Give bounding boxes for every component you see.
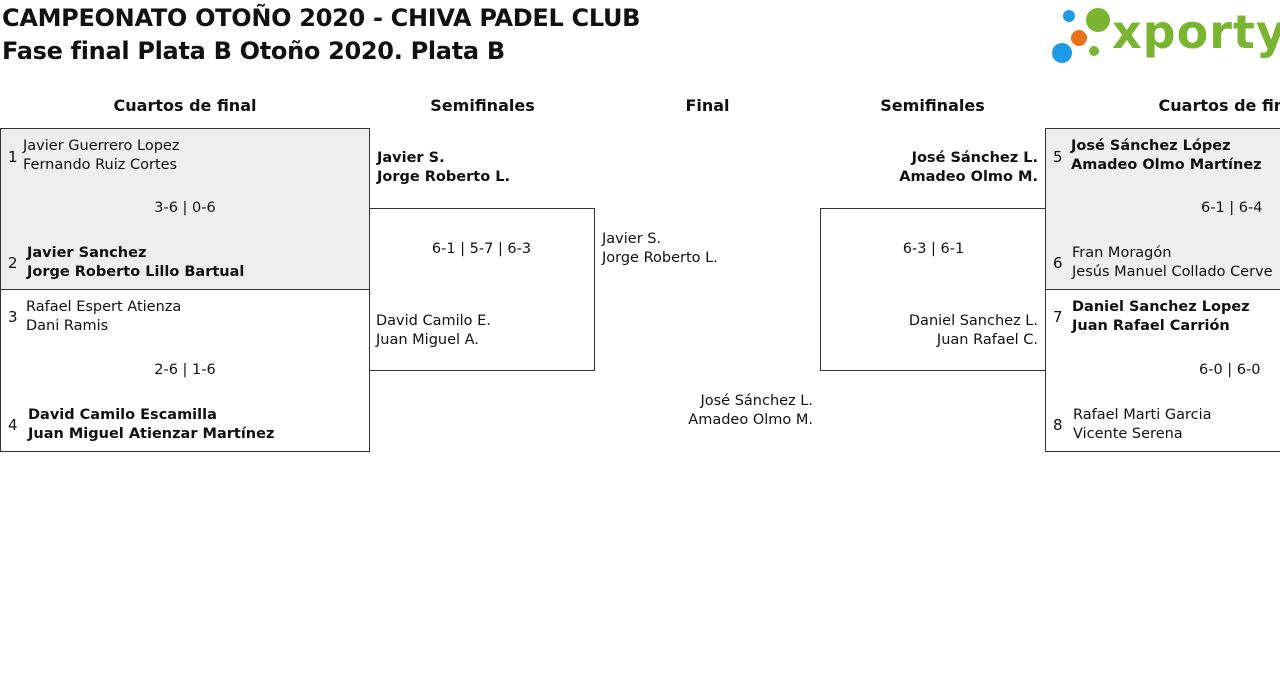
final-right-team[interactable]: José Sánchez L. Amadeo Olmo M. [660,392,813,430]
player-name: Juan Miguel Atienzar Martínez [28,426,275,442]
quarter-match-2[interactable]: 3 Rafael Espert Atienza Dani Ramis 2-6 |… [0,289,370,452]
team-entry[interactable]: Rafael Espert Atienza Dani Ramis [26,298,181,336]
match-score: 6-1 | 6-4 [1201,200,1263,216]
logo-dots-icon [1052,8,1110,63]
column-header-final: Final [685,96,730,115]
semi-match-right[interactable]: 6-3 | 6-1 Daniel Sanchez L. Juan Rafael … [820,208,1046,371]
player-name: Amadeo Olmo M. [899,169,1038,185]
seed-number: 1 [8,148,18,166]
player-name: David Camilo Escamilla [28,407,217,423]
page-title: CAMPEONATO OTOÑO 2020 - CHIVA PADEL CLUB [2,4,641,32]
seed-number: 6 [1053,254,1063,272]
player-name: Jorge Roberto L. [377,169,510,185]
player-name: Jesús Manuel Collado Cerve [1072,264,1273,280]
team-entry[interactable]: Fran Moragón Jesús Manuel Collado Cerve [1072,244,1273,282]
match-score: 6-1 | 5-7 | 6-3 [431,241,532,257]
team-entry-winner[interactable]: Daniel Sanchez Lopez Juan Rafael Carrión [1072,298,1250,336]
semi-left-top-team-winner[interactable]: Javier S. Jorge Roberto L. [377,149,510,187]
column-header-semis-left: Semifinales [430,96,535,115]
player-name: Juan Rafael C. [936,332,1038,348]
column-header-quarters-right: Cuartos de final [1158,96,1280,115]
player-name: Vicente Serena [1073,426,1183,442]
column-header-semis-right: Semifinales [880,96,985,115]
player-name: Fernando Ruiz Cortes [23,157,178,173]
player-name: Daniel Sanchez L. [908,313,1038,329]
quarter-match-4[interactable]: 7 Daniel Sanchez Lopez Juan Rafael Carri… [1045,289,1280,452]
semi-left-bottom-team[interactable]: David Camilo E. Juan Miguel A. [376,312,491,350]
seed-number: 8 [1053,416,1063,434]
xporty-logo[interactable]: xporty [1052,4,1280,66]
match-score: 3-6 | 0-6 [154,200,216,216]
team-entry[interactable]: Rafael Marti Garcia Vicente Serena [1073,406,1212,444]
player-name: Dani Ramis [26,318,109,334]
player-name: Jorge Roberto Lillo Bartual [27,264,245,280]
player-name: Rafael Marti Garcia [1073,407,1212,423]
seed-number: 4 [8,416,18,434]
player-name: José Sánchez L. [911,150,1038,166]
semi-right-bottom-team[interactable]: Daniel Sanchez L. Juan Rafael C. [841,312,1038,350]
player-name: José Sánchez L. [700,393,813,409]
team-entry-winner[interactable]: Javier Sanchez Jorge Roberto Lillo Bartu… [27,244,244,282]
match-score: 6-3 | 6-1 [902,241,965,257]
player-name: Juan Miguel A. [376,332,479,348]
player-name: Javier Sanchez [27,245,147,261]
player-name: Javier S. [377,150,445,166]
player-name: Javier Guerrero Lopez [23,138,180,154]
final-left-team[interactable]: Javier S. Jorge Roberto L. [602,230,718,268]
team-entry[interactable]: Javier Guerrero Lopez Fernando Ruiz Cort… [23,137,179,175]
team-entry-winner[interactable]: José Sánchez López Amadeo Olmo Martínez [1071,137,1262,175]
semi-right-top-team-winner[interactable]: José Sánchez L. Amadeo Olmo M. [860,149,1038,187]
player-name: Amadeo Olmo Martínez [1071,157,1262,173]
seed-number: 7 [1053,308,1063,326]
quarter-match-3[interactable]: 5 José Sánchez López Amadeo Olmo Martíne… [1045,128,1280,290]
semi-match-left[interactable]: 6-1 | 5-7 | 6-3 David Camilo E. Juan Mig… [369,208,595,371]
seed-number: 2 [8,254,18,272]
quarter-match-1[interactable]: 1 Javier Guerrero Lopez Fernando Ruiz Co… [0,128,370,290]
match-score: 6-0 | 6-0 [1199,362,1261,378]
player-name: Javier S. [602,231,662,247]
player-name: Rafael Espert Atienza [26,299,182,315]
player-name: Amadeo Olmo M. [688,412,813,428]
seed-number: 5 [1053,148,1063,166]
logo-text: xporty [1112,5,1280,59]
player-name: Fran Moragón [1072,245,1172,261]
team-entry-winner[interactable]: David Camilo Escamilla Juan Miguel Atien… [28,406,274,444]
player-name: José Sánchez López [1071,138,1231,154]
player-name: Juan Rafael Carrión [1072,318,1230,334]
player-name: David Camilo E. [376,313,491,329]
player-name: Daniel Sanchez Lopez [1072,299,1250,315]
match-score: 2-6 | 1-6 [154,362,216,378]
seed-number: 3 [8,308,18,326]
column-header-quarters-left: Cuartos de final [113,96,257,115]
player-name: Jorge Roberto L. [602,250,718,266]
page-subtitle: Fase final Plata B Otoño 2020. Plata B [2,37,505,65]
